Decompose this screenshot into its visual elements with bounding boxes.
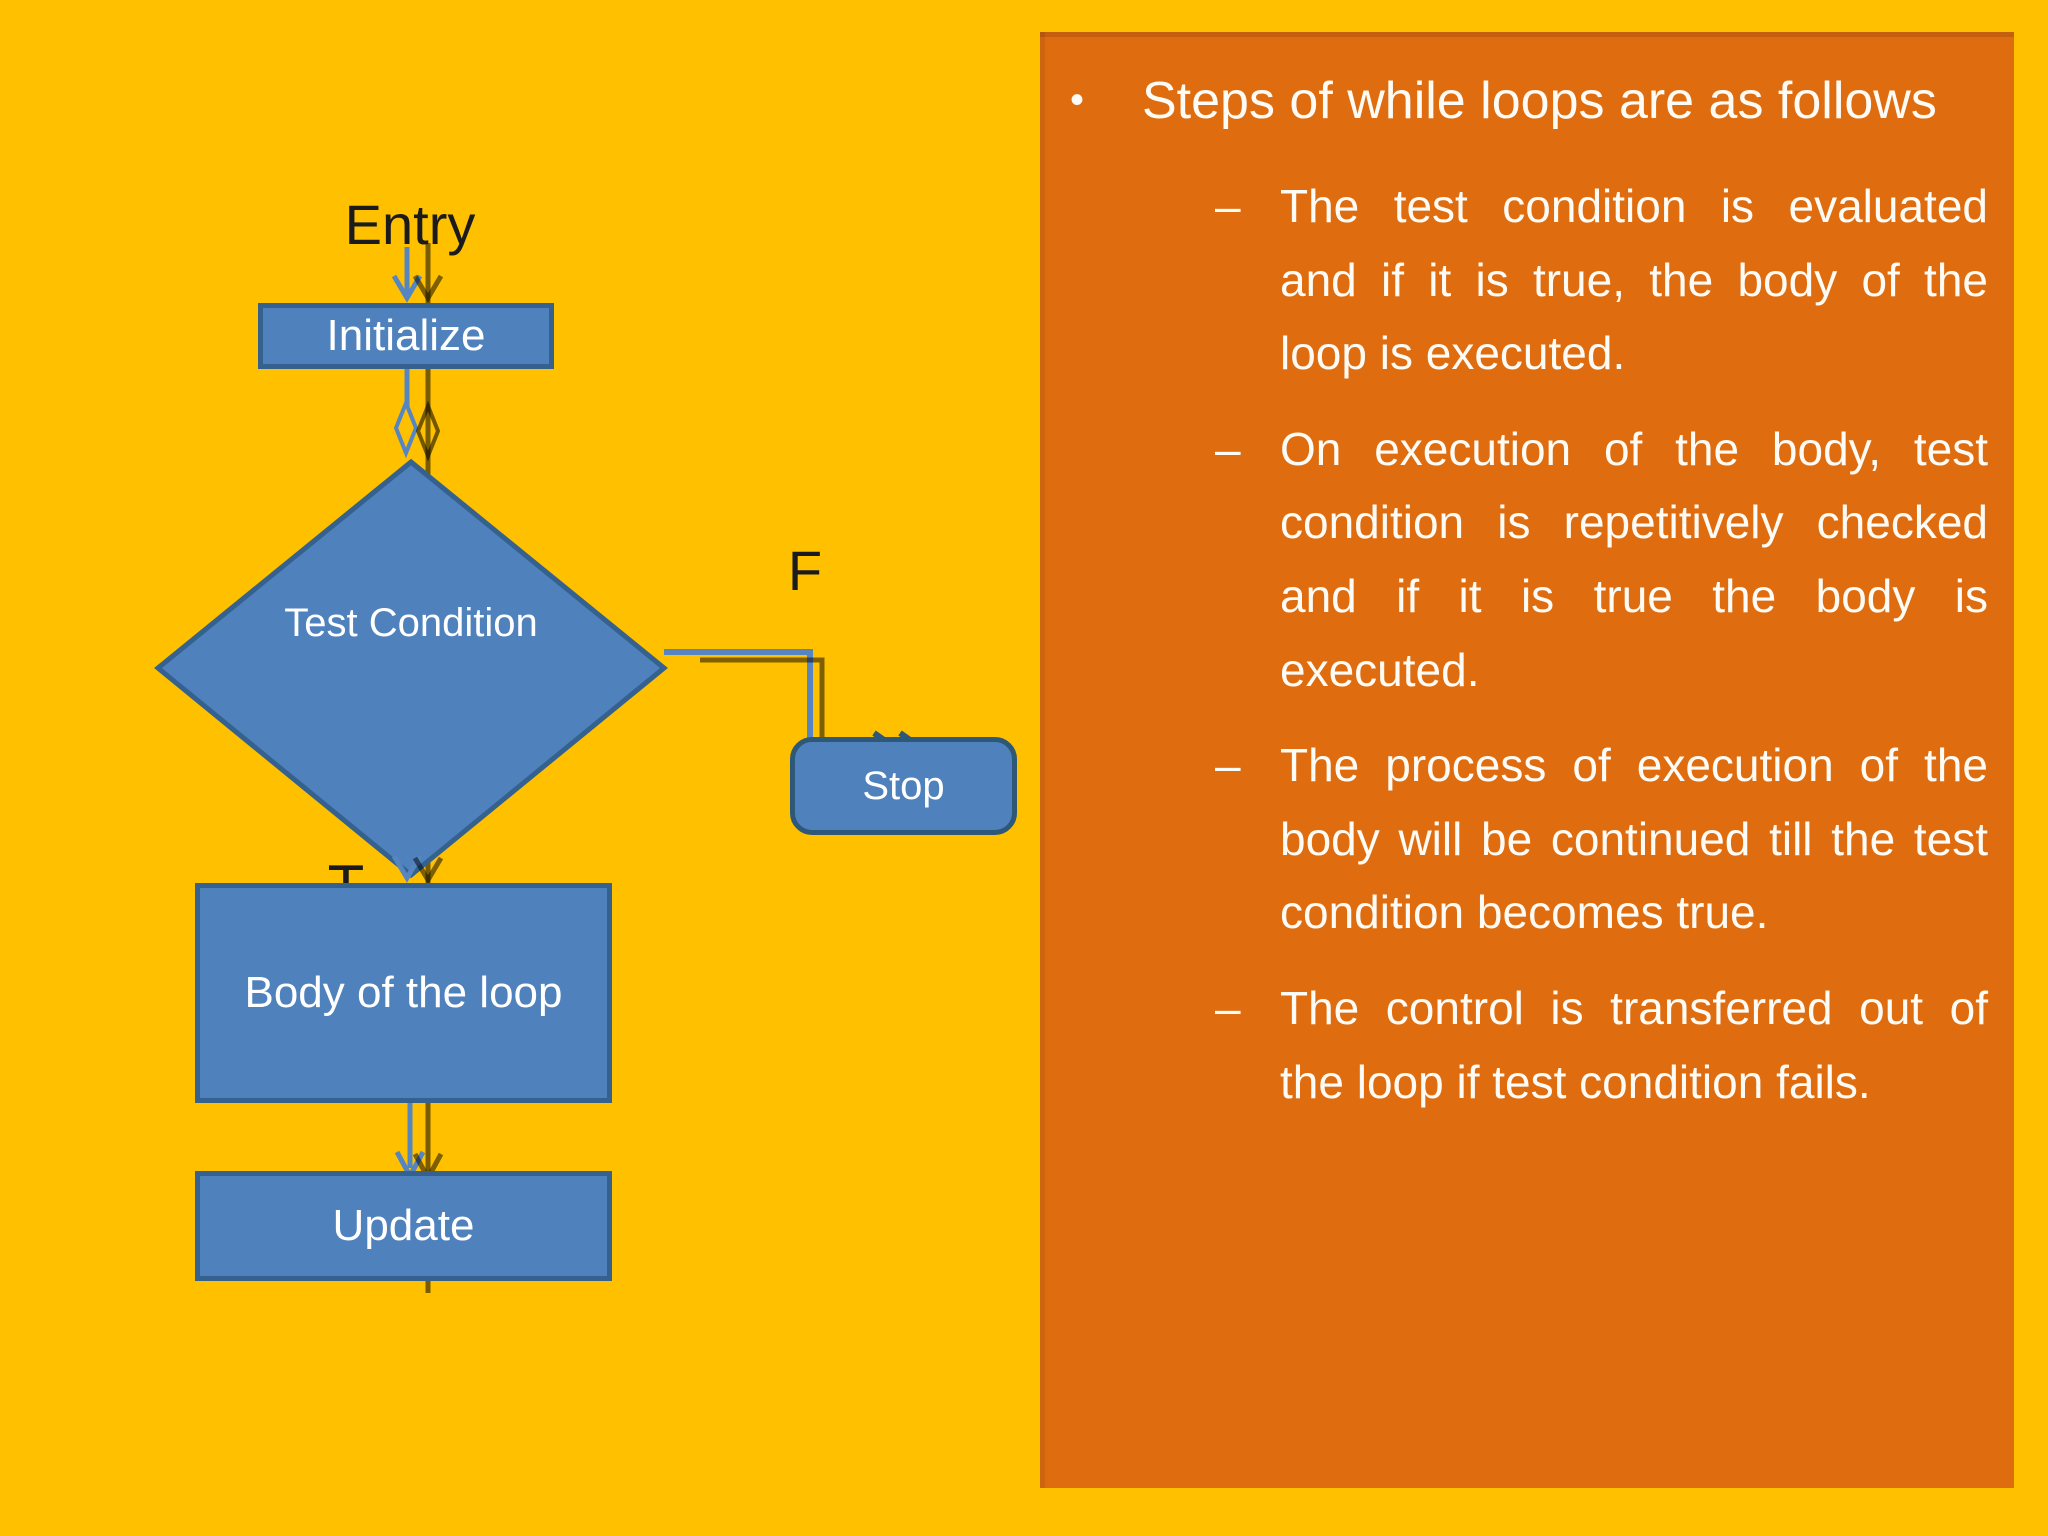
condition-label: Test Condition <box>284 601 538 645</box>
false-connector-shadow <box>700 657 825 747</box>
dash-icon: – <box>1215 422 1241 475</box>
true-arrowhead-shadow-icon <box>412 856 444 885</box>
update-label: Update <box>332 1200 475 1250</box>
diamond-arrowhead-shadow-icon <box>415 400 441 462</box>
entry-arrowhead-shadow-icon <box>412 274 444 303</box>
sub-bullet-item: – The control is transferred out of the … <box>1215 972 1988 1119</box>
sub-bullet-text: The process of execution of the body wil… <box>1280 739 1988 939</box>
bullet-icon: • <box>1070 78 1085 122</box>
dash-icon: – <box>1215 739 1241 792</box>
sub-bullet-item: – On execution of the body, test conditi… <box>1215 413 1988 707</box>
initialize-node: Initialize <box>258 303 554 369</box>
stop-node: Stop <box>790 737 1017 835</box>
sub-bullet-item: – The process of execution of the body w… <box>1215 729 1988 950</box>
sub-bullet-text: On execution of the body, test condition… <box>1280 422 1988 696</box>
condition-diamond <box>154 458 668 879</box>
dash-icon: – <box>1215 180 1241 232</box>
sub-bullet-text: The control is transferred out of the lo… <box>1280 981 1988 1108</box>
initialize-label: Initialize <box>326 310 486 360</box>
notes-panel: • Steps of while loops are as follows – … <box>1040 32 2014 1488</box>
bullet-text: Steps of while loops are as follows <box>1142 72 1937 130</box>
dash-icon: – <box>1215 981 1241 1034</box>
false-branch-label: F <box>787 539 823 602</box>
loop-body-label: Body of the loop <box>244 967 563 1017</box>
update-node: Update <box>195 1171 612 1281</box>
bullet-item: • Steps of while loops are as follows <box>1070 62 1988 140</box>
false-connector <box>664 649 813 741</box>
sub-bullet-text: The test condition is evaluated and if i… <box>1280 180 1988 380</box>
diamond-arrowhead-icon <box>393 397 419 459</box>
entry-label: Entry <box>344 193 476 256</box>
sub-bullet-item: – The test condition is evaluated and if… <box>1215 170 1988 391</box>
entry-arrowhead-icon <box>391 274 423 303</box>
loop-body-node: Body of the loop <box>195 883 612 1103</box>
stop-label: Stop <box>862 764 945 808</box>
